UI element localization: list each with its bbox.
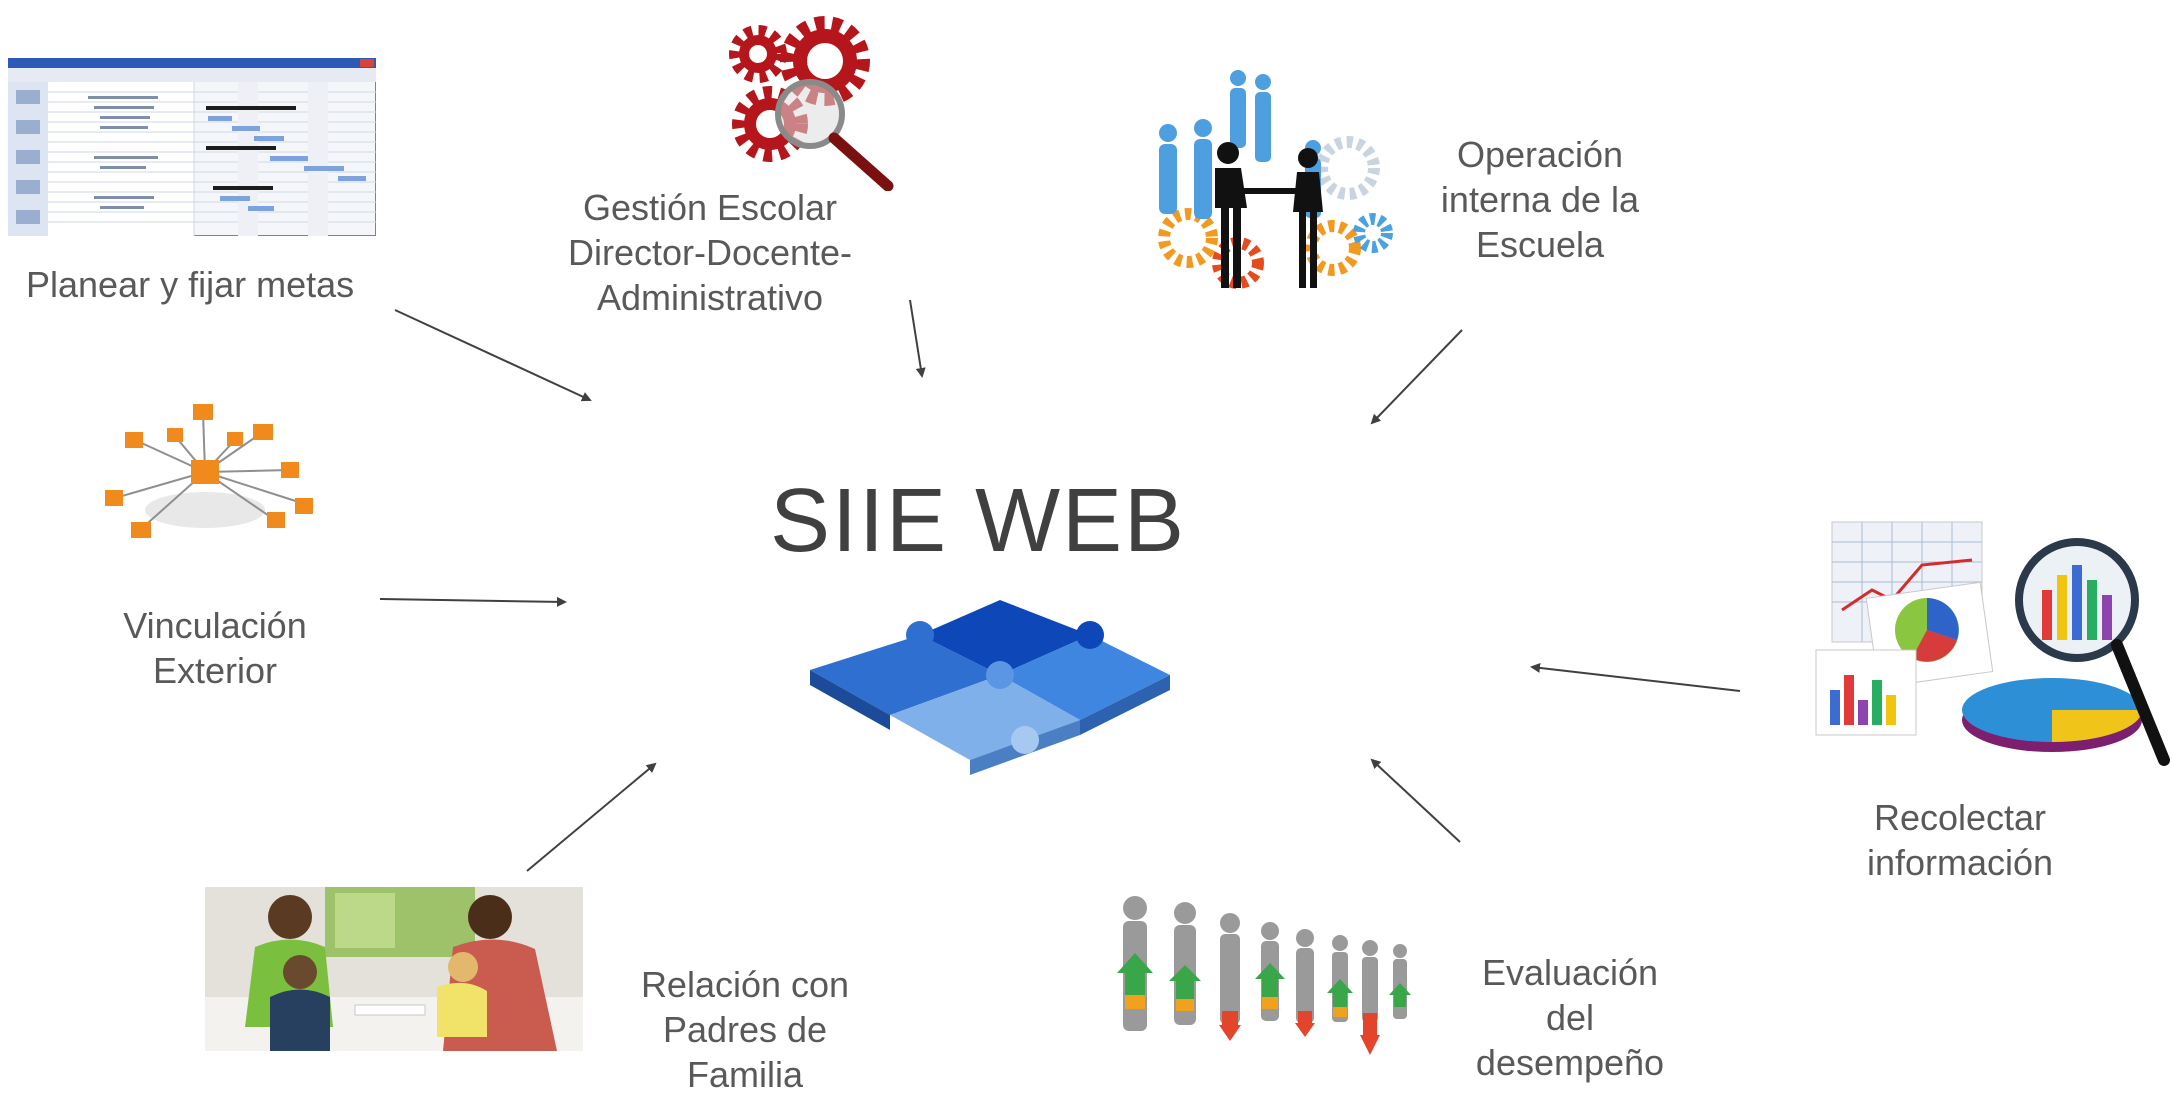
label-operacion-line-3: Escuela [1475, 224, 1605, 265]
label-padres: Relación con Padres de Familia [610, 962, 880, 1097]
label-operacion-line-1: Operación [1456, 134, 1624, 175]
business-people-gears-icon [1143, 58, 1393, 303]
arrow-recolectar [1530, 662, 1741, 692]
label-evaluacion-line-3: desempeño [1475, 1042, 1665, 1083]
label-padres-line-3: Familia [686, 1054, 803, 1095]
label-vinculacion-line-1: Vinculación [123, 605, 307, 646]
label-gestion-line-1: Gestión Escolar [582, 187, 838, 228]
label-gestion-line-3: Administrativo [596, 277, 824, 318]
label-vinculacion: Vinculación Exterior [70, 603, 360, 693]
network-hub-icon [95, 400, 320, 550]
puzzle-icon [800, 580, 1180, 780]
label-recolectar: Recolectar información [1810, 795, 2110, 885]
label-planear: Planear y fijar metas [26, 262, 354, 307]
project-gantt-icon [7, 57, 377, 237]
center-title: SIIE WEB [770, 471, 1187, 571]
arrow-evaluacion [1370, 758, 1461, 843]
arrow-padres [526, 762, 657, 872]
label-padres-line-2: Padres de [662, 1009, 828, 1050]
arrow-operacion [1370, 329, 1463, 425]
label-gestion: Gestión Escolar Director-Docente- Admini… [560, 185, 860, 320]
label-vinculacion-line-2: Exterior [152, 650, 278, 691]
label-planear-line-1: Planear y fijar metas [26, 264, 355, 305]
label-gestion-line-2: Director-Docente- [567, 232, 853, 273]
arrow-vinculacion [379, 596, 567, 607]
arrow-gestion [909, 299, 926, 378]
label-evaluacion-line-2: del [1545, 997, 1595, 1038]
charts-magnifier-icon [1812, 520, 2172, 770]
gears-magnifier-icon [710, 6, 900, 192]
label-evaluacion-line-1: Evaluación [1481, 952, 1659, 993]
label-operacion: Operación interna de la Escuela [1400, 132, 1680, 267]
label-evaluacion: Evaluación del desempeño [1440, 950, 1700, 1085]
label-recolectar-line-1: Recolectar [1873, 797, 2047, 838]
label-operacion-line-2: interna de la [1440, 179, 1640, 220]
label-recolectar-line-2: información [1866, 842, 2054, 883]
family-photo-icon [205, 887, 583, 1051]
arrow-planear [394, 309, 592, 402]
label-padres-line-1: Relación con [640, 964, 850, 1005]
performance-people-icon [1105, 893, 1425, 1063]
